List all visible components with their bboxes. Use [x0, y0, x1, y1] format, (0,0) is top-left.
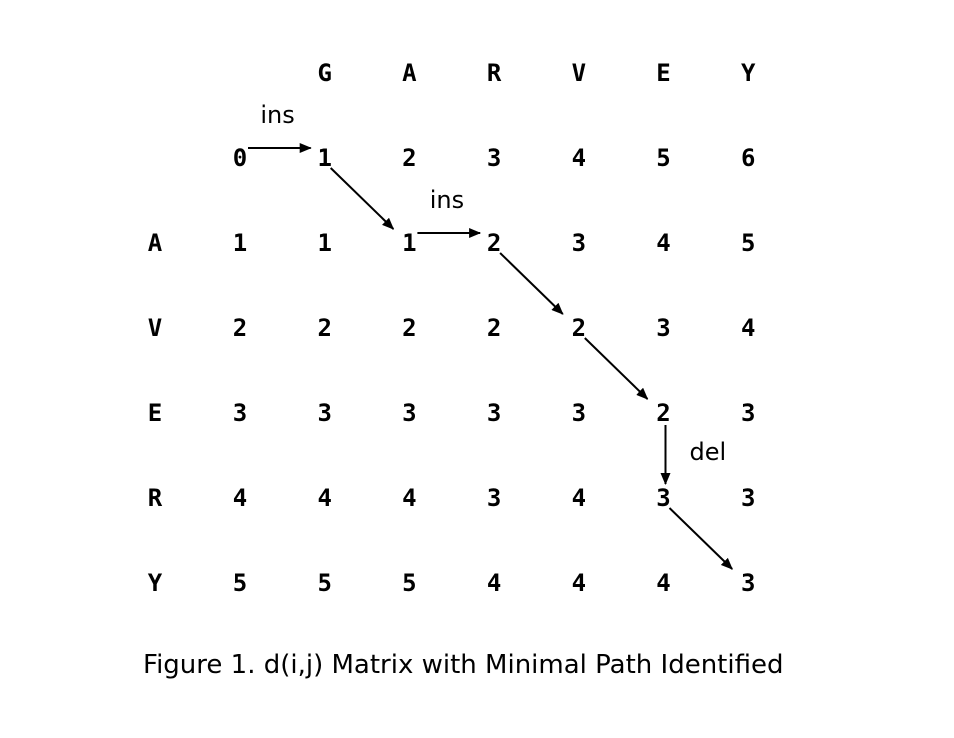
path-arrow: [499, 252, 564, 315]
row-header: R: [147, 484, 163, 512]
path-arrow: [330, 167, 395, 230]
matrix-cell: 5: [317, 569, 332, 597]
matrix-cell: 4: [317, 484, 332, 512]
column-header: R: [486, 59, 502, 87]
matrix-cell: 2: [486, 314, 502, 342]
matrix-cell: 3: [740, 399, 756, 427]
matrix-cell: 3: [740, 484, 756, 512]
matrix-cell: 2: [232, 314, 248, 342]
operation-label: ins: [260, 101, 295, 129]
matrix-cell: 3: [402, 399, 417, 427]
matrix-cell: 3: [317, 399, 332, 427]
matrix-cell: 4: [571, 484, 587, 512]
matrix-cell: 1: [402, 229, 417, 257]
matrix-cell: 4: [486, 569, 502, 597]
matrix-cell: 4: [656, 569, 671, 597]
matrix-cell: 5: [656, 144, 671, 172]
matrix-cell: 3: [656, 314, 671, 342]
column-header: E: [656, 59, 671, 87]
matrix-cell: 3: [571, 399, 587, 427]
matrix-cell: 5: [402, 569, 417, 597]
operation-label: del: [689, 437, 727, 466]
matrix-cell: 1: [317, 144, 332, 172]
matrix-cell: 1: [232, 229, 248, 257]
matrix-cell: 4: [740, 314, 756, 342]
matrix-cell: 5: [232, 569, 248, 597]
path-arrow: [584, 337, 649, 400]
column-header: V: [571, 59, 587, 87]
matrix-cell: 3: [486, 484, 502, 512]
row-header: A: [147, 229, 163, 257]
matrix-cell: 4: [402, 484, 417, 512]
column-header: A: [402, 59, 417, 87]
matrix-cell: 2: [486, 229, 502, 257]
matrix-cell: 2: [402, 314, 417, 342]
matrix-cell: 3: [656, 484, 671, 512]
matrix-cell: 0: [232, 144, 248, 172]
row-header: Y: [147, 569, 163, 597]
matrix-cell: 2: [656, 399, 671, 427]
matrix-cell: 4: [571, 569, 587, 597]
column-header: Y: [740, 59, 756, 87]
matrix-cell: 2: [402, 144, 417, 172]
matrix-cell: 3: [571, 229, 587, 257]
column-header: G: [317, 59, 332, 87]
matrix-cell: 3: [740, 569, 756, 597]
matrix-cell: 1: [317, 229, 332, 257]
matrix-cell: 3: [486, 144, 502, 172]
matrix-cell: 3: [486, 399, 502, 427]
row-header: V: [147, 314, 163, 342]
operation-label: ins: [429, 186, 465, 214]
matrix-cell: 4: [232, 484, 248, 512]
matrix-cell: 2: [571, 314, 587, 342]
figure-caption: Figure 1. d(i,j) Matrix with Minimal Pat…: [143, 650, 784, 680]
matrix-cell: 4: [656, 229, 671, 257]
row-header: E: [147, 399, 163, 427]
matrix-cell: 4: [571, 144, 587, 172]
matrix-cell: 2: [317, 314, 332, 342]
path-arrow: [668, 507, 733, 570]
matrix-cell: 6: [740, 144, 756, 172]
matrix-cell: 3: [232, 399, 248, 427]
matrix-cell: 5: [740, 229, 756, 257]
